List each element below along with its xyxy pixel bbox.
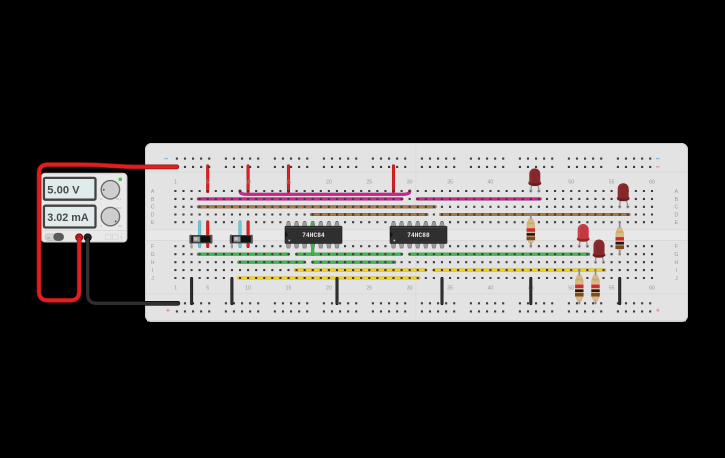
svg-text:50: 50	[568, 180, 574, 186]
svg-text:G: G	[151, 252, 155, 258]
svg-text:0: 0	[100, 224, 102, 228]
svg-text:60: 60	[649, 286, 655, 292]
svg-text:X0.1: X0.1	[116, 197, 122, 201]
svg-text:C: C	[151, 205, 155, 211]
svg-text:J: J	[675, 276, 678, 282]
svg-text:40: 40	[488, 180, 494, 186]
svg-text:15: 15	[286, 286, 292, 292]
svg-text:5.00 V: 5.00 V	[47, 184, 80, 196]
svg-text:A: A	[151, 189, 155, 195]
svg-text:20: 20	[326, 286, 332, 292]
svg-text:35: 35	[447, 286, 453, 292]
svg-text:5: 5	[206, 286, 209, 292]
svg-text:50: 50	[568, 286, 574, 292]
svg-text:G: G	[674, 252, 678, 258]
svg-text:15: 15	[286, 180, 292, 186]
svg-text:25: 25	[366, 180, 372, 186]
svg-text:on: on	[47, 236, 51, 240]
svg-text:I: I	[152, 268, 153, 274]
svg-text:10: 10	[245, 180, 251, 186]
svg-text:25: 25	[366, 286, 372, 292]
svg-text:H: H	[675, 260, 679, 266]
svg-text:E: E	[151, 220, 155, 226]
svg-text:55: 55	[609, 286, 615, 292]
svg-text:30: 30	[407, 180, 413, 186]
svg-text:74HC88: 74HC88	[407, 232, 430, 239]
svg-text:5: 5	[206, 180, 209, 186]
svg-text:20: 20	[326, 180, 332, 186]
svg-text:74HC84: 74HC84	[302, 232, 325, 239]
svg-text:30: 30	[407, 286, 413, 292]
svg-text:1: 1	[174, 180, 177, 186]
svg-text:B: B	[675, 197, 679, 203]
svg-text:35: 35	[447, 180, 453, 186]
svg-text:I: I	[676, 268, 677, 274]
svg-text:C: C	[675, 205, 679, 211]
svg-text:F: F	[151, 244, 154, 250]
svg-text:D: D	[151, 212, 155, 218]
svg-text:3.02 mA: 3.02 mA	[47, 212, 89, 224]
svg-text:55: 55	[609, 180, 615, 186]
svg-text:F: F	[675, 244, 678, 250]
svg-text:A: A	[675, 189, 679, 195]
svg-text:40: 40	[488, 286, 494, 292]
svg-text:J: J	[151, 276, 154, 282]
svg-text:B: B	[151, 197, 155, 203]
svg-text:C0-1: C0-1	[116, 206, 122, 210]
svg-text:10: 10	[245, 286, 251, 292]
svg-text:E: E	[675, 220, 679, 226]
svg-text:D: D	[675, 212, 679, 218]
svg-text:H: H	[151, 260, 155, 266]
svg-text:1: 1	[174, 286, 177, 292]
svg-text:CA: CA	[118, 224, 122, 228]
svg-text:60: 60	[649, 180, 655, 186]
svg-text:0: 0	[100, 197, 102, 201]
